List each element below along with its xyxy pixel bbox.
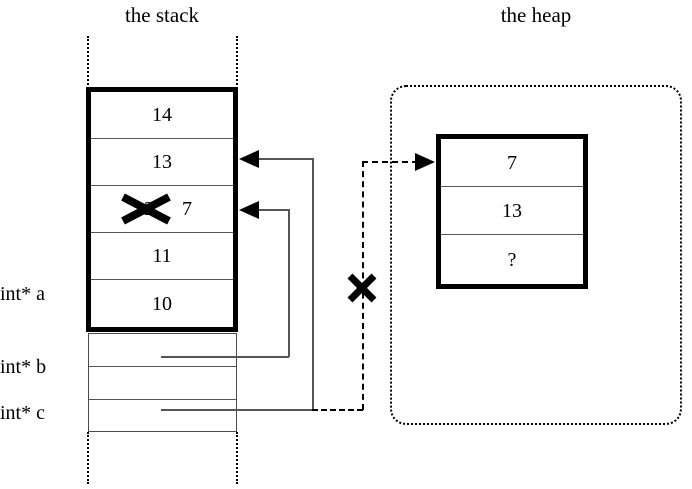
stack-cell-1-value: 13 bbox=[152, 151, 172, 173]
invalid-pointer-x-icon bbox=[347, 273, 377, 303]
label-int-ptr-b: int* b bbox=[0, 356, 47, 378]
stack-cell-3-value: 11 bbox=[152, 245, 172, 267]
heap-heading: the heap bbox=[500, 3, 572, 27]
pointer-b-segment-h1 bbox=[161, 356, 289, 358]
stack-cell-1: 13 bbox=[91, 139, 233, 186]
stack-guide-bottom-left bbox=[87, 432, 89, 484]
stack-cell-0: 14 bbox=[91, 92, 233, 139]
pointer-row-a bbox=[89, 334, 236, 367]
stack-cell-2: 12 7 bbox=[91, 186, 233, 233]
stack-cell-4-value: 10 bbox=[152, 292, 172, 315]
label-int-ptr-c: int* c bbox=[0, 402, 45, 424]
pointer-b-segment-v bbox=[288, 209, 290, 357]
pointer-c-segment-h1 bbox=[161, 409, 313, 411]
stack-guide-top-right bbox=[236, 36, 238, 89]
stack-guide-bottom-right bbox=[236, 432, 238, 484]
stack-cell-2-old-value-group: 12 bbox=[121, 193, 171, 225]
heap-cell-2: ? bbox=[441, 235, 583, 284]
stack-cell-0-value: 14 bbox=[152, 104, 172, 126]
stack-cell-2-new-value: 7 bbox=[182, 198, 192, 220]
heap-region-boundary bbox=[390, 85, 682, 425]
heap-cell-0-value: 7 bbox=[507, 151, 517, 174]
stack-frame-box: 14 13 12 7 11 10 bbox=[86, 87, 238, 332]
heap-block-box: 7 13 ? bbox=[436, 134, 588, 289]
stack-cell-3: 11 bbox=[91, 233, 233, 280]
pointer-c-arrowhead bbox=[239, 150, 259, 168]
heap-cell-1-value: 13 bbox=[502, 199, 522, 222]
stack-guide-top-left bbox=[87, 36, 89, 89]
stack-cell-2-old-value: 12 bbox=[134, 198, 154, 220]
heap-cell-0: 7 bbox=[441, 139, 583, 187]
pointer-row-c bbox=[89, 400, 236, 433]
dangling-pointer-segment-h2 bbox=[362, 161, 418, 163]
dangling-pointer-segment-h1 bbox=[312, 409, 363, 411]
heap-cell-2-value: ? bbox=[507, 248, 517, 271]
heap-cell-1: 13 bbox=[441, 187, 583, 235]
pointer-c-segment-v bbox=[312, 158, 314, 410]
pointer-c-segment-h2 bbox=[258, 158, 313, 160]
stack-cell-4: 10 bbox=[91, 280, 233, 327]
stack-heading: the stack bbox=[124, 3, 200, 27]
label-int-ptr-a: int* a bbox=[0, 283, 45, 305]
dangling-pointer-arrowhead bbox=[415, 153, 435, 171]
pointer-b-segment-h2 bbox=[258, 209, 289, 211]
pointer-variables-box bbox=[88, 333, 237, 432]
pointer-b-arrowhead bbox=[239, 201, 259, 219]
pointer-row-b bbox=[89, 367, 236, 400]
